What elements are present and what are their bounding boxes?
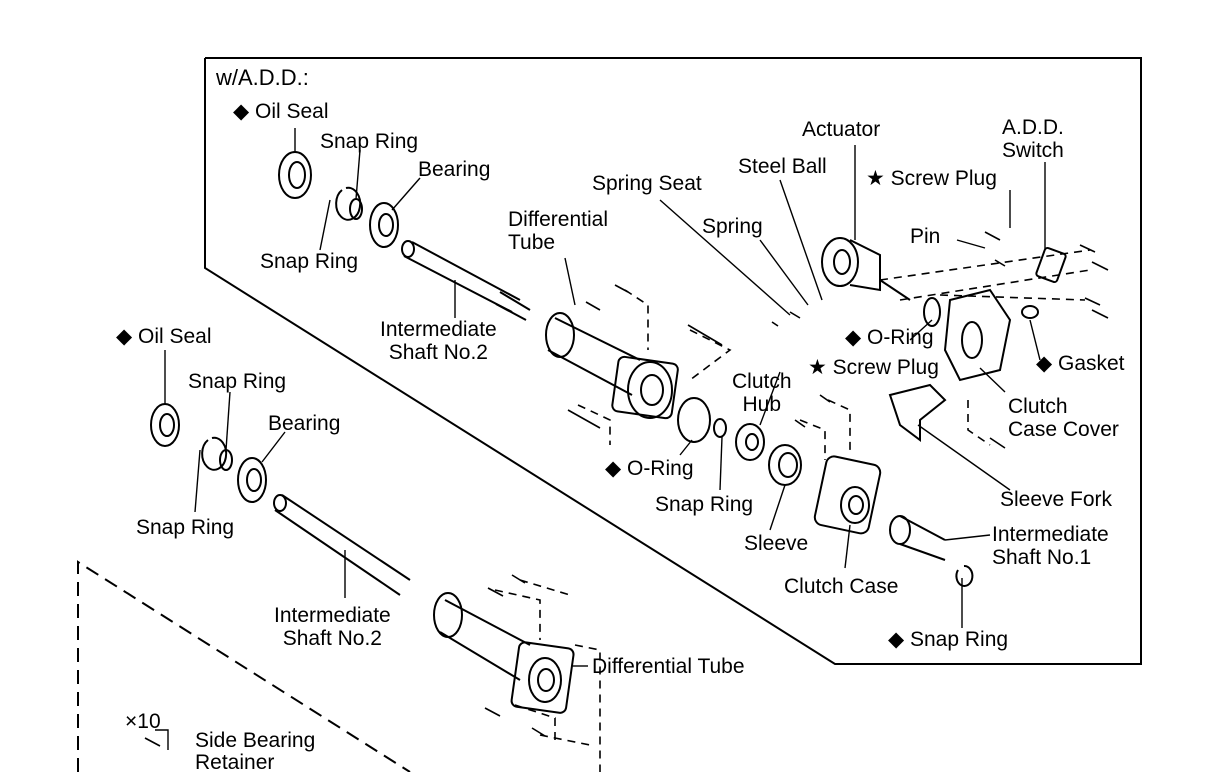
label-gasket: ◆ Gasket xyxy=(1036,352,1125,375)
label-oil-seal-top: ◆ Oil Seal xyxy=(233,100,329,123)
bearing-top xyxy=(369,202,399,248)
label-differential-tube-top: Differential Tube xyxy=(508,208,608,254)
sleeve xyxy=(768,444,802,486)
label-spring: Spring xyxy=(702,215,763,238)
clutch-case xyxy=(813,455,882,535)
label-screw-plug-b: ★ Screw Plug xyxy=(808,356,939,379)
label-snap-ring-left-b: Snap Ring xyxy=(136,516,235,539)
add-switch xyxy=(1035,246,1067,284)
o-ring-right xyxy=(923,297,941,327)
oil-seal-left xyxy=(150,403,180,447)
label-oil-seal-left: ◆ Oil Seal xyxy=(116,325,212,348)
label-qty: ×10 xyxy=(125,710,161,733)
label-snap-ring-bottom: ◆ Snap Ring xyxy=(888,628,1009,651)
label-snap-ring-left-a: Snap Ring xyxy=(188,370,287,393)
label-snap-ring-mid: Snap Ring xyxy=(655,493,754,516)
snap-ring-left-a xyxy=(201,436,228,471)
differential-tube-top xyxy=(545,312,679,420)
label-pin: Pin xyxy=(910,225,941,248)
label-steel-ball: Steel Ball xyxy=(738,155,827,178)
bearing-left xyxy=(237,457,267,503)
label-o-ring-right: ◆ O-Ring xyxy=(845,326,934,349)
clutch-hub xyxy=(735,423,765,461)
intermediate-shaft-1 xyxy=(889,515,946,561)
label-spring-seat: Spring Seat xyxy=(592,172,702,195)
differential-tube-bottom xyxy=(433,592,575,714)
label-differential-tube-bottom: Differential Tube xyxy=(592,655,745,678)
label-snap-ring-top-b: Snap Ring xyxy=(260,250,359,273)
frame-title: w/A.D.D.: xyxy=(216,65,309,90)
label-actuator: Actuator xyxy=(802,118,881,141)
actuator xyxy=(821,237,911,301)
label-sleeve-fork: Sleeve Fork xyxy=(1000,488,1113,511)
bolts-left xyxy=(144,574,546,747)
lower-frame xyxy=(77,560,411,772)
clutch-case-cover xyxy=(943,288,1012,382)
label-intermediate-shaft1: Intermediate Shaft No.1 xyxy=(992,523,1109,569)
gasket xyxy=(1021,305,1039,319)
label-clutch-case: Clutch Case xyxy=(784,575,899,598)
label-side-bearing-retainer: Side Bearing Retainer xyxy=(195,729,316,774)
intermediate-shaft-top xyxy=(401,240,531,321)
add-frame xyxy=(204,57,1142,665)
bolts-top xyxy=(567,231,1109,449)
snap-ring-mid xyxy=(713,418,727,438)
label-clutch-case-cover: Clutch Case Cover xyxy=(1008,395,1119,441)
label-intermediate-shaft2-bottom: Intermediate Shaft No.2 xyxy=(274,604,391,650)
intermediate-shaft-bottom xyxy=(273,494,411,596)
label-bearing-top: Bearing xyxy=(418,158,491,181)
label-snap-ring-top-a: Snap Ring xyxy=(320,130,419,153)
label-screw-plug-a: ★ Screw Plug xyxy=(866,167,997,190)
label-clutch-hub: Clutch Hub xyxy=(732,370,792,416)
label-o-ring-mid: ◆ O-Ring xyxy=(605,457,694,480)
snap-ring-top-a xyxy=(335,186,362,221)
label-intermediate-shaft2-top: Intermediate Shaft No.2 xyxy=(380,318,497,364)
label-sleeve: Sleeve xyxy=(744,532,809,555)
oil-seal-top xyxy=(278,151,312,199)
o-ring-mid xyxy=(677,397,711,443)
sleeve-fork xyxy=(888,383,947,442)
snap-ring-bottom xyxy=(955,564,974,587)
label-add-switch: A.D.D. Switch xyxy=(1002,116,1064,162)
label-bearing-left: Bearing xyxy=(268,412,341,435)
